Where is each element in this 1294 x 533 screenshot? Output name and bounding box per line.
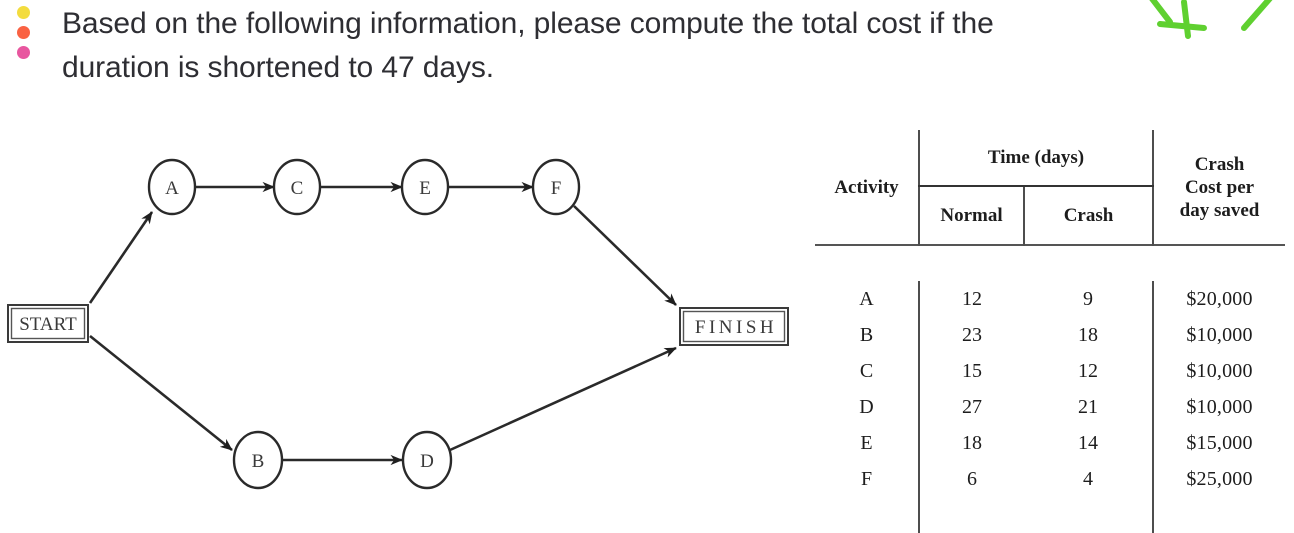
cell-crash: 18 bbox=[1078, 324, 1098, 346]
cell-crash: 14 bbox=[1078, 432, 1098, 454]
table-header-time-group: Time (days) bbox=[917, 130, 1154, 187]
cell-normal: 18 bbox=[918, 425, 1024, 461]
cell-cost: $20,000 bbox=[1152, 281, 1286, 317]
bullet-dot-orange bbox=[16, 26, 30, 39]
bullet-dot-pink bbox=[16, 46, 30, 59]
cell-normal: 23 bbox=[918, 317, 1024, 353]
cell-cost: $10,000 bbox=[1152, 389, 1286, 425]
cell-normal: 6 bbox=[918, 461, 1024, 497]
cell-normal: 12 bbox=[918, 281, 1024, 317]
table-row: D 27 21 $10,000 bbox=[815, 389, 1286, 425]
node-label-a: A bbox=[165, 178, 179, 199]
diagram-node-c bbox=[272, 158, 322, 216]
diagram-node-b bbox=[232, 430, 284, 490]
cell-cost: $10,000 bbox=[1152, 317, 1286, 353]
diagram-node-start: START bbox=[7, 304, 89, 343]
diagram-node-e bbox=[400, 158, 450, 216]
diagram-node-a bbox=[147, 158, 197, 216]
bullet-dot-yellow bbox=[16, 6, 30, 19]
cell-cost: $25,000 bbox=[1152, 461, 1286, 497]
cell-activity: C bbox=[859, 360, 874, 382]
table-row: E 18 14 $15,000 bbox=[815, 425, 1286, 461]
node-label-b: B bbox=[252, 451, 265, 472]
cell-crash: 21 bbox=[1078, 396, 1098, 418]
table-row: A 12 9 $20,000 bbox=[815, 281, 1286, 317]
cell-crash: 12 bbox=[1078, 360, 1098, 382]
table-header-activity: Activity bbox=[834, 176, 899, 198]
table-header-crash: Crash bbox=[1022, 186, 1154, 245]
cell-cost: $15,000 bbox=[1152, 425, 1286, 461]
table-header-rule bbox=[815, 244, 1286, 281]
table-row: F 6 4 $25,000 bbox=[815, 461, 1286, 497]
cell-crash: 9 bbox=[1083, 288, 1093, 310]
edge-f-finish bbox=[573, 205, 677, 306]
diagram-node-d bbox=[401, 430, 453, 490]
cell-activity: B bbox=[859, 324, 874, 346]
cell-activity: F bbox=[860, 468, 873, 490]
edge-start-a bbox=[88, 211, 154, 304]
node-label-d: D bbox=[420, 451, 434, 472]
diagram-node-finish: FINISH bbox=[679, 307, 789, 346]
node-label-c: C bbox=[291, 178, 304, 199]
edge-d-finish bbox=[449, 346, 677, 452]
cell-crash: 4 bbox=[1083, 468, 1093, 490]
cell-activity: D bbox=[859, 396, 874, 418]
prompt-text: Based on the following information, plea… bbox=[62, 7, 994, 84]
node-label-f: F bbox=[551, 178, 562, 199]
cell-activity: E bbox=[860, 432, 873, 454]
crash-cost-table: Activity Time (days) Crash Cost per day … bbox=[815, 130, 1286, 533]
cell-activity: A bbox=[859, 288, 874, 310]
node-label-e: E bbox=[419, 178, 431, 199]
slide-bullet-marker bbox=[14, 6, 32, 60]
table-header-crash-cost: Crash Cost per day saved bbox=[1152, 130, 1286, 245]
start-label: START bbox=[19, 314, 77, 335]
cell-cost: $10,000 bbox=[1152, 353, 1286, 389]
edge-start-b bbox=[89, 334, 233, 452]
cell-normal: 15 bbox=[918, 353, 1024, 389]
table-row: B 23 18 $10,000 bbox=[815, 317, 1286, 353]
table-row: C 15 12 $10,000 bbox=[815, 353, 1286, 389]
finish-label: FINISH bbox=[695, 317, 777, 338]
diagram-node-f bbox=[531, 158, 581, 216]
cell-normal: 27 bbox=[918, 389, 1024, 425]
table-tail-spacer bbox=[815, 497, 1286, 533]
project-network-diagram: START FINISH A C E F B D bbox=[0, 120, 810, 526]
table-header-normal: Normal bbox=[918, 186, 1024, 245]
